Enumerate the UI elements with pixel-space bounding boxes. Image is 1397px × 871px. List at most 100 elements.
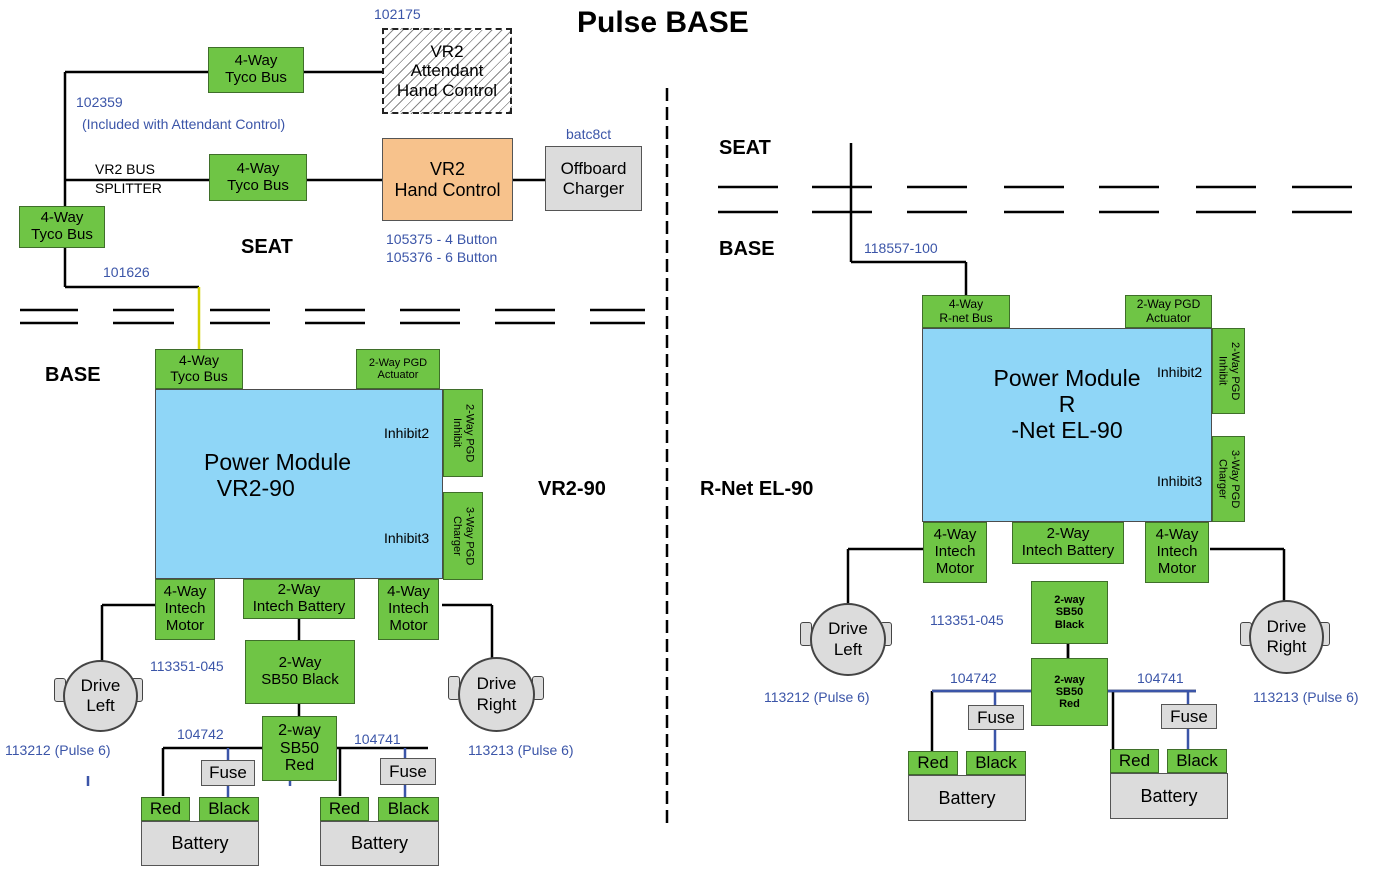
black-terminal-label: Black <box>1176 751 1218 771</box>
tyco-bus-left: 4-Way Tyco Bus <box>19 206 105 248</box>
power-module-rnet-el-90-label: Power Module R -Net EL-90 <box>993 365 1141 443</box>
intech-motor-left-left: 4-Way Intech Motor <box>155 579 215 640</box>
inhibit2-right: Inhibit2 <box>1157 364 1203 380</box>
drive-right-motor: Drive Right <box>458 657 535 732</box>
tyco-bus-top: 4-Way Tyco Bus <box>208 47 304 93</box>
left-base-label: BASE <box>45 364 101 386</box>
right-section-label: R-Net EL-90 <box>700 478 814 500</box>
vr2-hand-control: VR2 Hand Control <box>382 138 513 221</box>
harness-104742-right: 104742 <box>950 670 997 686</box>
tyco-bus-base: 4-Way Tyco Bus <box>155 349 243 389</box>
battery-right-2-label: Battery <box>1140 785 1198 806</box>
red-terminal-label: Red <box>917 753 949 773</box>
splitter-note: (Included with Attendant Control) <box>82 116 286 132</box>
battery-left-2: Battery <box>320 821 439 866</box>
inhibit3-right: Inhibit3 <box>1157 473 1203 489</box>
battery-right-1-label: Battery <box>938 787 996 808</box>
red-terminal-label: Red <box>328 799 361 819</box>
drive-left-motor-label: Drive Left <box>80 675 121 715</box>
pgd-inhibit-right: 2-Way PGD Inhibit <box>1212 328 1245 414</box>
sb50-black-right: 2-way SB50 Black <box>1031 581 1108 644</box>
harness-104741-right: 104741 <box>1137 670 1184 686</box>
pgd-inhibit-left: 2-Way PGD Inhibit <box>443 389 483 477</box>
intech-motor-right-left: 4-Way Intech Motor <box>378 579 439 640</box>
left-section-label: VR2-90 <box>538 478 606 500</box>
offboard-charger: Offboard Charger <box>545 146 642 211</box>
power-module-vr2-90-label: Power Module VR2-90 <box>204 449 352 501</box>
pgd-charger-right: 3-Way PGD Charger <box>1212 436 1245 522</box>
fuse-right-2-label: Fuse <box>1170 706 1208 726</box>
sb50-red-right: 2-way SB50 Red <box>1031 658 1108 726</box>
base-cable-part-number: 101626 <box>103 264 150 280</box>
drive-left-motor-right-label: Drive Left <box>828 619 868 659</box>
battery-left-1-label: Battery <box>171 833 229 854</box>
sb50-black-right-label: 2-way SB50 Black <box>1054 594 1085 631</box>
tyco-bus-left-label: 4-Way Tyco Bus <box>31 209 93 243</box>
hand-control-part-6button: 105376 - 6 Button <box>386 249 498 265</box>
vr2-hand-control-label: VR2 Hand Control <box>394 159 501 200</box>
attendant-hand-control-label: VR2 Attendant Hand Control <box>396 42 498 100</box>
black-terminal-label: Black <box>208 799 250 819</box>
drive-left-motor-right: Drive Left <box>810 603 886 676</box>
hand-control-part-4button: 105375 - 4 Button <box>386 231 498 247</box>
drive-right-part: 113213 (Pulse 6) <box>468 742 574 758</box>
rnet-cable-part: 118557-100 <box>864 240 938 256</box>
fuse-right-2: Fuse <box>1161 704 1217 729</box>
inhibit2-left: Inhibit2 <box>384 425 430 441</box>
pgd-actuator-left-label: 2-Way PGD Actuator <box>368 356 428 381</box>
sb50-red-left: 2-way SB50 Red <box>262 716 337 781</box>
intech-motor-left-left-label: 4-Way Intech Motor <box>163 583 207 634</box>
splitter-label-line1: VR2 BUS <box>95 161 155 177</box>
tyco-bus-top-label: 4-Way Tyco Bus <box>225 52 287 86</box>
tyco-bus-mid: 4-Way Tyco Bus <box>209 154 307 201</box>
splitter-label-line2: SPLITTER <box>95 180 162 196</box>
pgd-inhibit-right-label: 2-Way PGD Inhibit <box>1216 341 1241 401</box>
pgd-inhibit-left-label: 2-Way PGD Inhibit <box>451 403 476 463</box>
sb50-part-left: 113351-045 <box>150 658 224 674</box>
fuse-right-1: Fuse <box>968 705 1024 730</box>
sb50-black-left-label: 2-Way SB50 Black <box>261 654 339 688</box>
pgd-charger-left-label: 3-Way PGD Charger <box>451 506 476 566</box>
intech-motor-right-right: 4-Way Intech Motor <box>1145 522 1209 583</box>
attendant-part-number: 102175 <box>374 6 421 22</box>
battery-left-2-label: Battery <box>350 833 409 854</box>
intech-battery-left-label: 2-Way Intech Battery <box>252 581 346 615</box>
pgd-actuator-right: 2-Way PGD Actuator <box>1125 295 1212 328</box>
left-seat-label: SEAT <box>241 236 293 258</box>
rnet-bus-connector: 4-Way R-net Bus <box>922 295 1010 328</box>
battery-terminal-black-left-2: Black <box>378 797 439 821</box>
battery-terminal-red-left-2: Red <box>320 797 369 821</box>
drive-left-part: 113212 (Pulse 6) <box>5 742 111 758</box>
battery-terminal-red-right-1: Red <box>908 751 958 775</box>
attendant-hand-control: VR2 Attendant Hand Control <box>382 28 512 114</box>
sb50-part-right: 113351-045 <box>930 612 1004 628</box>
diagram-title: Pulse BASE <box>577 6 749 39</box>
offboard-charger-label: Offboard Charger <box>560 159 627 198</box>
fuse-left-2-label: Fuse <box>389 761 427 781</box>
drive-left-part-right: 113212 (Pulse 6) <box>764 689 870 705</box>
red-terminal-label: Red <box>149 799 182 819</box>
tyco-bus-base-label: 4-Way Tyco Bus <box>170 352 228 384</box>
red-terminal-label: Red <box>1118 751 1151 771</box>
power-module-rnet-el-90: Power Module R -Net EL-90 <box>922 328 1212 522</box>
drive-right-motor-right: Drive Right <box>1249 600 1324 674</box>
fuse-left-1-label: Fuse <box>209 763 247 783</box>
battery-terminal-black-right-1: Black <box>966 751 1026 775</box>
rnet-bus-connector-label: 4-Way R-net Bus <box>939 297 993 325</box>
intech-battery-left: 2-Way Intech Battery <box>243 579 355 619</box>
intech-motor-right-right-label: 4-Way Intech Motor <box>1155 526 1199 577</box>
sb50-red-right-label: 2-way SB50 Red <box>1054 673 1085 711</box>
battery-left-1: Battery <box>141 821 259 866</box>
fuse-left-1: Fuse <box>201 760 255 786</box>
battery-terminal-black-left-1: Black <box>199 797 259 821</box>
battery-right-1: Battery <box>908 775 1026 821</box>
drive-right-motor-label: Drive Right <box>476 674 517 714</box>
black-terminal-label: Black <box>387 799 430 819</box>
intech-motor-left-right-label: 4-Way Intech Motor <box>933 526 977 577</box>
pgd-actuator-left: 2-Way PGD Actuator <box>356 349 440 389</box>
black-terminal-label: Black <box>975 753 1017 773</box>
fuse-right-1-label: Fuse <box>977 707 1015 727</box>
intech-motor-right-left-label: 4-Way Intech Motor <box>387 583 430 634</box>
intech-motor-left-right: 4-Way Intech Motor <box>923 522 987 583</box>
